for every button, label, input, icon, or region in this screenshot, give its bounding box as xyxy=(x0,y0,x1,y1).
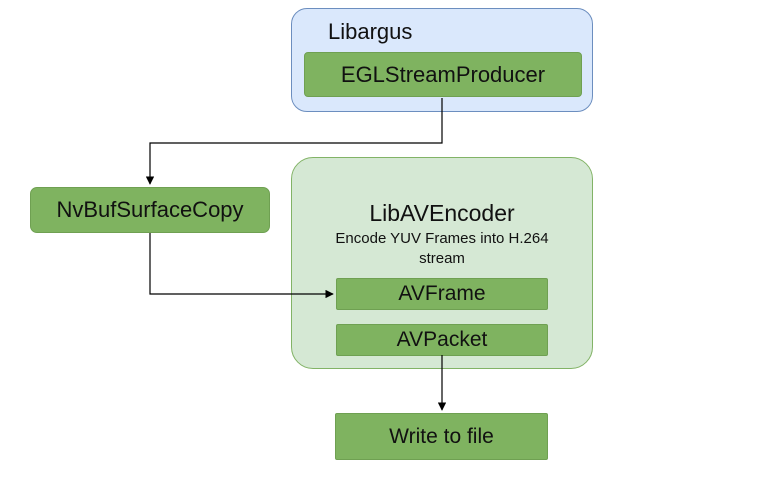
libavencoder-description-line2: stream xyxy=(419,250,465,267)
libavencoder-description-line1: Encode YUV Frames into H.264 xyxy=(335,230,549,247)
libavencoder-container: LibAVEncoder Encode YUV Frames into H.26… xyxy=(291,157,593,369)
avpacket-node: AVPacket xyxy=(336,324,548,356)
avframe-node: AVFrame xyxy=(336,278,548,310)
nvbufsurfacecopy-node: NvBufSurfaceCopy xyxy=(30,187,270,233)
libargus-title: Libargus xyxy=(328,19,413,44)
write-to-file-node: Write to file xyxy=(335,413,548,460)
eglstreamproducer-node: EGLStreamProducer xyxy=(304,52,582,97)
libargus-container: Libargus EGLStreamProducer xyxy=(291,8,593,112)
libavencoder-title: LibAVEncoder xyxy=(369,200,515,226)
